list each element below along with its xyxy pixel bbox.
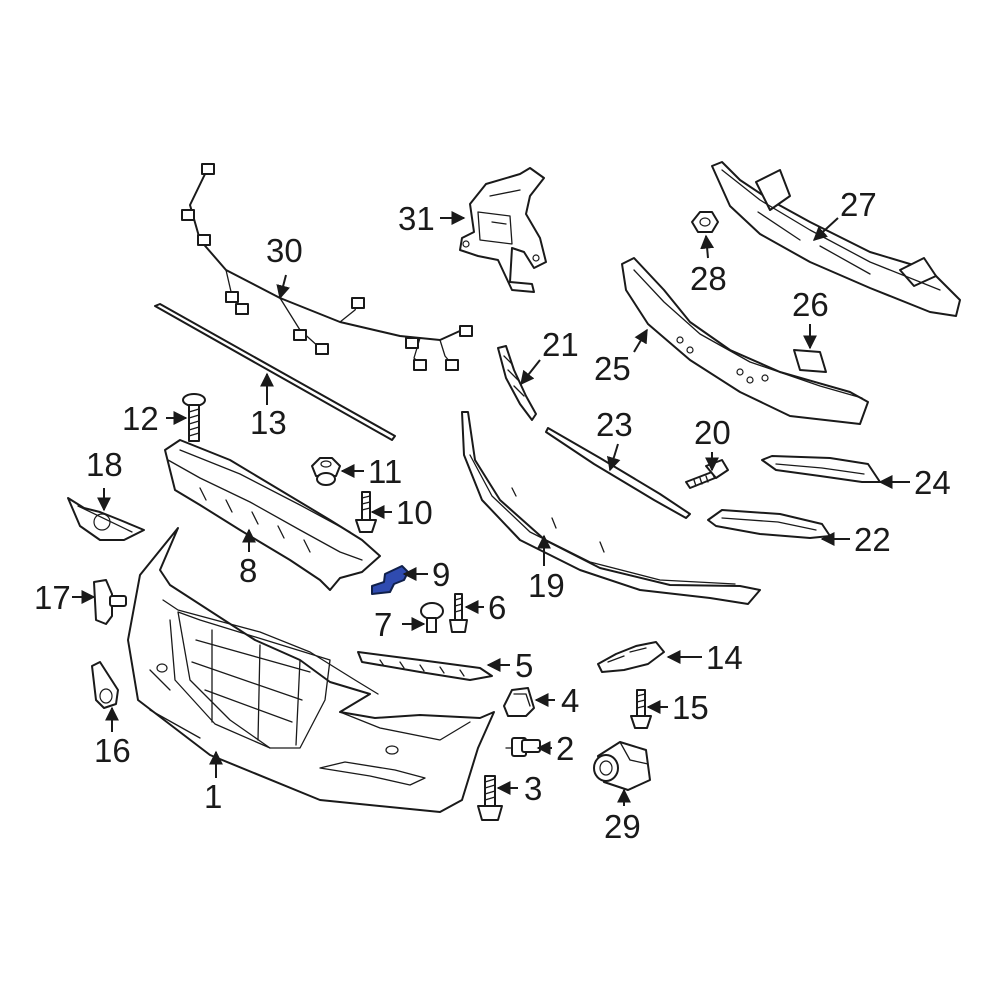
part-21-trim <box>497 345 537 421</box>
part-8-upper-bracket <box>164 439 381 591</box>
callout-24: 24 <box>914 464 951 501</box>
callout-20: 20 <box>694 414 731 451</box>
part-4-nut-clip <box>503 687 535 717</box>
callout-6: 6 <box>488 589 506 626</box>
part-17-clip <box>93 579 127 625</box>
part-26-plate <box>793 349 827 373</box>
part-29-sensor <box>593 741 651 791</box>
callout-1: 1 <box>204 778 222 815</box>
part-13-strip <box>154 303 396 441</box>
callout-19: 19 <box>528 567 565 604</box>
callout-11: 11 <box>368 453 402 490</box>
callout-31: 31 <box>398 200 435 237</box>
part-15-screw <box>630 689 652 729</box>
callout-25: 25 <box>594 350 631 387</box>
callout-8: 8 <box>239 552 257 589</box>
part-25-absorber <box>621 257 869 425</box>
callout-23: 23 <box>596 406 633 443</box>
callout-27: 27 <box>840 186 877 223</box>
callout-2: 2 <box>556 730 574 767</box>
callout-5: 5 <box>515 647 533 684</box>
callout-7: 7 <box>374 606 392 643</box>
part-16-cap <box>91 661 119 709</box>
part-12-screw <box>182 393 206 442</box>
part-24-grille-piece <box>761 455 881 483</box>
part-5-bracket <box>357 651 493 681</box>
part-9-highlighted-bracket <box>371 565 409 595</box>
callout-3: 3 <box>524 770 542 807</box>
part-18-emblem <box>67 497 145 541</box>
callout-30: 30 <box>266 232 303 269</box>
part-6-pin <box>449 593 468 633</box>
callout-29: 29 <box>604 808 641 845</box>
callout-16: 16 <box>94 732 131 769</box>
part-20-bolt <box>685 459 729 489</box>
callout-26: 26 <box>792 286 829 323</box>
callout-18: 18 <box>86 446 123 483</box>
part-3-bolt <box>477 775 503 821</box>
part-19-lower-strip <box>461 411 761 605</box>
part-10-stud <box>355 491 377 533</box>
part-27-reinforcement <box>711 161 961 317</box>
part-30-wiring-harness <box>181 163 473 371</box>
callout-21: 21 <box>542 326 579 363</box>
part-7-rivet <box>420 602 444 633</box>
part-28-nut <box>691 211 719 233</box>
callout-10: 10 <box>396 494 433 531</box>
part-31-module <box>459 167 547 293</box>
part-22-grille-trim <box>707 509 831 539</box>
callout-4: 4 <box>561 682 579 719</box>
part-2-clip <box>505 737 541 757</box>
leader-lines <box>72 211 910 806</box>
callout-15: 15 <box>672 689 709 726</box>
callout-28: 28 <box>690 260 727 297</box>
part-23-trim-strip <box>545 427 691 519</box>
part-1-bumper-cover <box>127 527 495 813</box>
callout-labels: 1 2 3 4 5 6 7 8 9 10 11 12 13 14 15 16 1… <box>34 186 951 845</box>
callout-14: 14 <box>706 639 743 676</box>
part-14-bracket <box>597 641 665 673</box>
callout-13: 13 <box>250 404 287 441</box>
part-11-nut <box>311 457 341 486</box>
callout-22: 22 <box>854 521 891 558</box>
callout-17: 17 <box>34 579 71 616</box>
callout-9: 9 <box>432 556 450 593</box>
callout-12: 12 <box>122 400 159 437</box>
